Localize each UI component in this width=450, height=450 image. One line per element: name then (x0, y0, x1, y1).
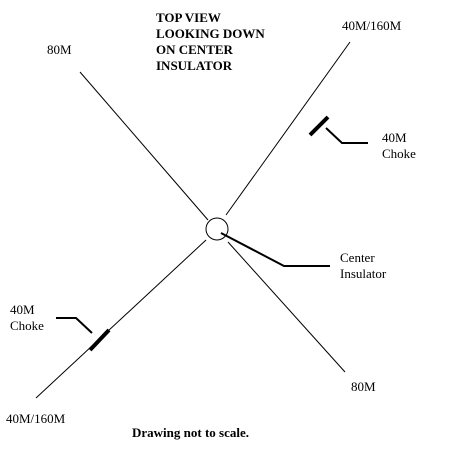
wire-40m160m-top-right (225, 41, 351, 216)
leader-choke-right (325, 127, 368, 144)
label-80m-top-left: 80M (47, 42, 72, 57)
choke-right (308, 115, 330, 137)
leader-choke-left (56, 317, 93, 334)
label-80m-bottom-right: 80M (351, 379, 376, 394)
label-40m160m-bottom-left: 40M/160M (6, 411, 66, 426)
label-center-insulator: Center Insulator (340, 250, 387, 281)
wire-80m-bottom-right (227, 241, 346, 373)
leader-center-insulator (220, 232, 330, 267)
footnote-text: Drawing not to scale. (132, 425, 249, 440)
label-choke-right: 40M Choke (382, 130, 416, 161)
wire-80m-top-left (79, 71, 209, 221)
choke-left (88, 328, 111, 352)
center-insulator-circle (205, 217, 229, 241)
wire-40m160m-bottom-left (35, 239, 207, 399)
label-choke-left: 40M Choke (10, 302, 44, 333)
title-text: TOP VIEW LOOKING DOWN ON CENTER INSULATO… (156, 10, 265, 73)
label-40m160m-top-right: 40M/160M (342, 18, 402, 33)
